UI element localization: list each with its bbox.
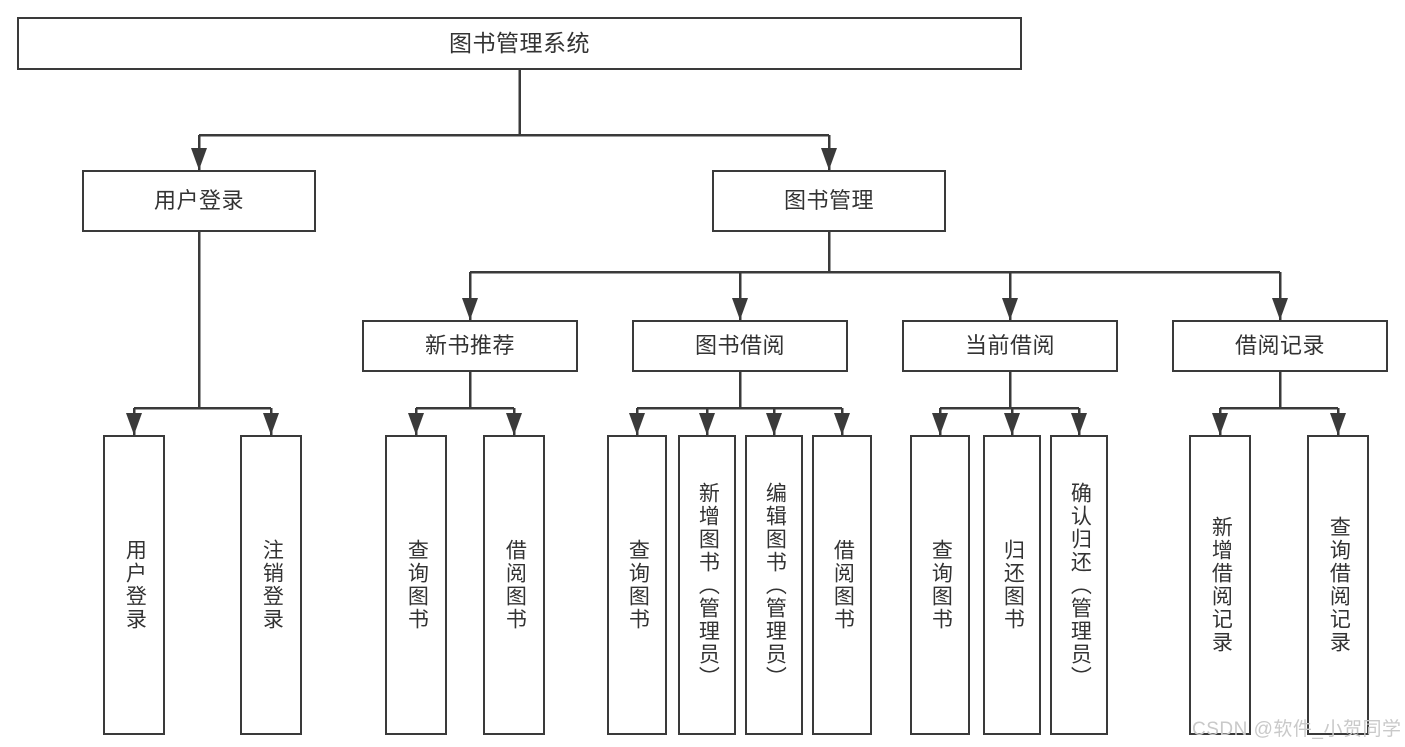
node-label: 借阅图书: [503, 539, 527, 631]
node-leaf-bb-borrow[interactable]: 借阅图书: [812, 435, 872, 735]
node-leaf-br-query[interactable]: 查询借阅记录: [1307, 435, 1369, 735]
node-root[interactable]: 图书管理系统: [17, 17, 1022, 70]
node-label: 新增借阅记录: [1209, 516, 1233, 654]
node-leaf-user-login[interactable]: 用户登录: [103, 435, 165, 735]
watermark-text: CSDN @软件_小贺同学: [1192, 719, 1402, 740]
node-borrow-record[interactable]: 借阅记录: [1172, 320, 1388, 372]
node-new-book-rec[interactable]: 新书推荐: [362, 320, 578, 372]
node-leaf-bb-add[interactable]: 新增图书（管理员）: [678, 435, 736, 735]
node-label: 查询图书: [929, 539, 953, 631]
node-leaf-user-logout[interactable]: 注销登录: [240, 435, 302, 735]
node-leaf-br-add[interactable]: 新增借阅记录: [1189, 435, 1251, 735]
node-label: 借阅记录: [1234, 333, 1325, 359]
node-leaf-bb-query[interactable]: 查询图书: [607, 435, 667, 735]
node-leaf-rec-borrow[interactable]: 借阅图书: [483, 435, 545, 735]
node-label: 归还图书: [1001, 539, 1025, 631]
node-label: 用户登录: [123, 539, 147, 631]
node-user-login[interactable]: 用户登录: [82, 170, 316, 232]
node-label: 新书推荐: [424, 333, 515, 359]
node-label: 查询图书: [626, 539, 650, 631]
node-label: 新增图书（管理员）: [696, 481, 720, 689]
node-label: 查询借阅记录: [1327, 516, 1351, 654]
node-leaf-rec-query[interactable]: 查询图书: [385, 435, 447, 735]
node-label: 借阅图书: [831, 539, 855, 631]
node-label: 图书管理系统: [449, 29, 590, 56]
node-label: 当前借阅: [964, 333, 1055, 359]
node-label: 用户登录: [153, 188, 244, 214]
node-leaf-cb-confirm[interactable]: 确认归还（管理员）: [1050, 435, 1108, 735]
node-label: 注销登录: [260, 539, 284, 631]
node-book-borrow[interactable]: 图书借阅: [632, 320, 848, 372]
node-label: 图书借阅: [694, 333, 785, 359]
node-book-manage[interactable]: 图书管理: [712, 170, 946, 232]
node-label: 查询图书: [405, 539, 429, 631]
node-label: 图书管理: [783, 188, 874, 214]
node-label: 确认归还（管理员）: [1068, 481, 1092, 689]
node-label: 编辑图书（管理员）: [763, 481, 787, 689]
node-leaf-cb-query[interactable]: 查询图书: [910, 435, 970, 735]
node-leaf-cb-return[interactable]: 归还图书: [983, 435, 1041, 735]
node-current-borrow[interactable]: 当前借阅: [902, 320, 1118, 372]
node-leaf-bb-edit[interactable]: 编辑图书（管理员）: [745, 435, 803, 735]
